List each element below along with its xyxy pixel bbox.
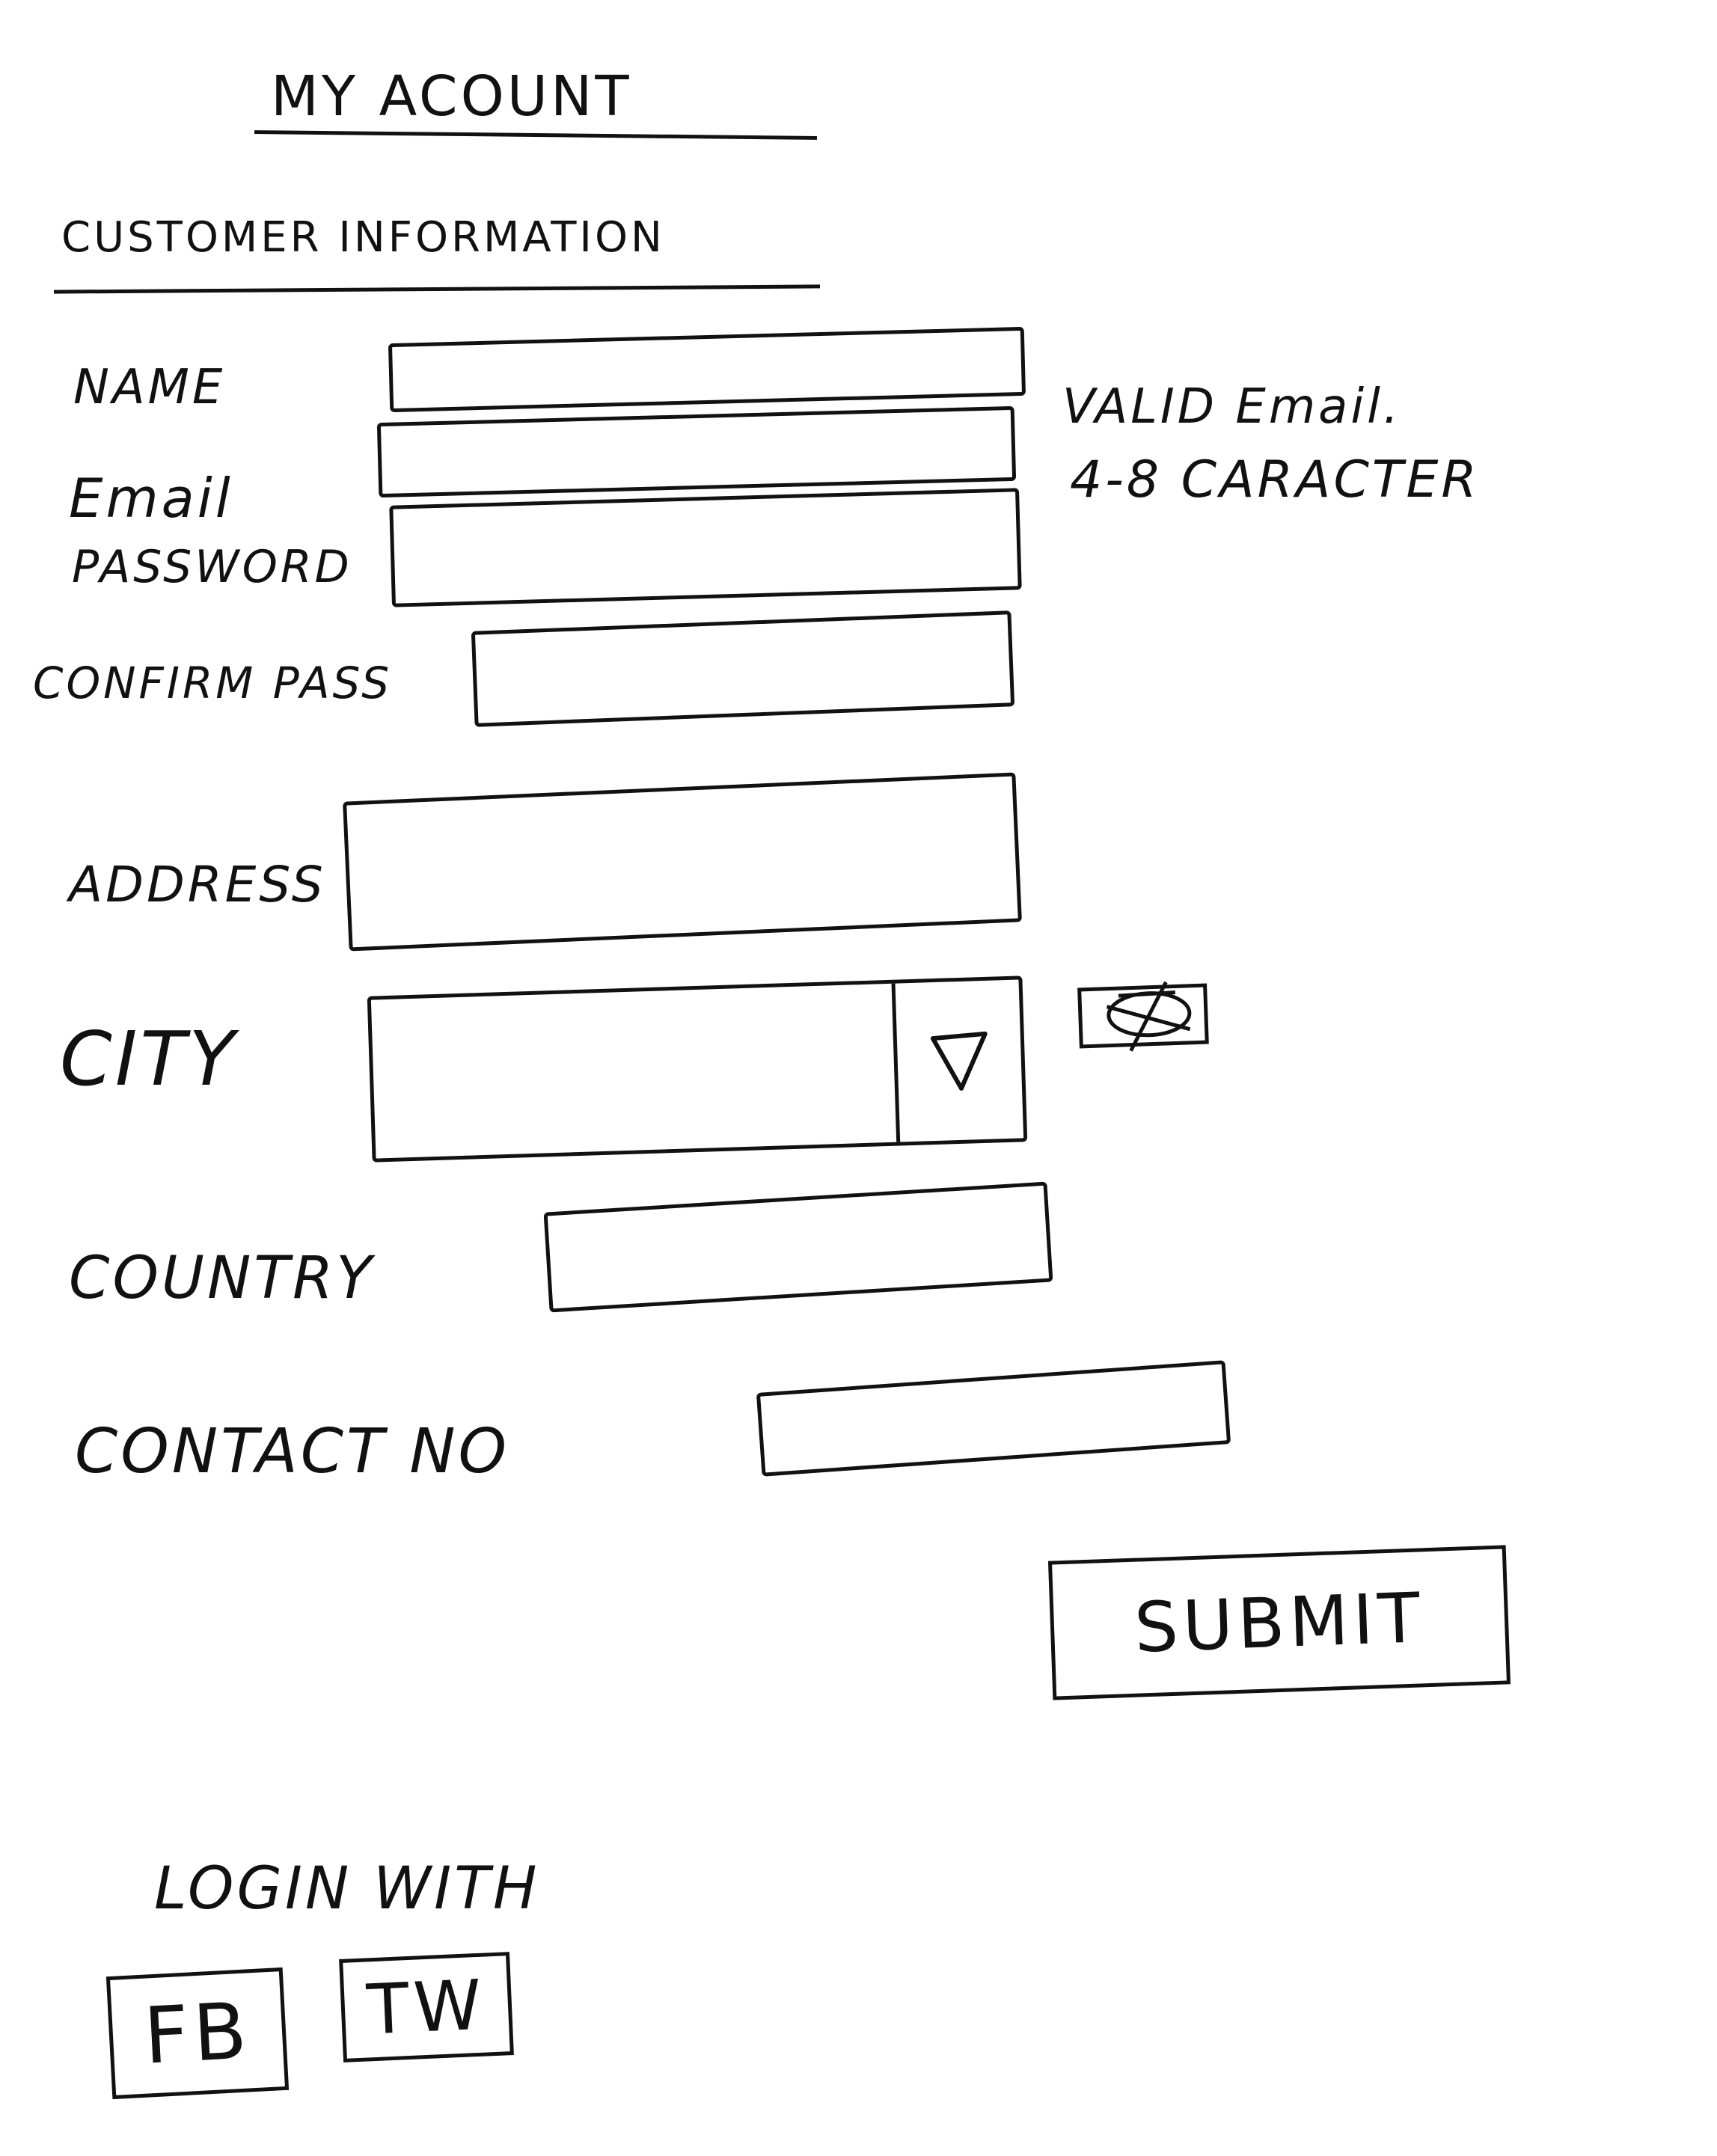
country-label: COUNTRY <box>69 1245 375 1312</box>
city-label: CITY <box>60 1015 238 1103</box>
login-with-heading: LOGIN WITH <box>154 1855 540 1923</box>
page-title: MY ACOUNT <box>271 64 632 129</box>
name-input[interactable] <box>388 326 1026 413</box>
country-input[interactable] <box>543 1181 1053 1313</box>
address-input[interactable] <box>343 772 1022 952</box>
confirm-password-input[interactable] <box>471 610 1015 727</box>
submit-button[interactable]: SUBMIT <box>1047 1545 1511 1700</box>
triangle-down-icon <box>930 1031 988 1091</box>
password-input[interactable] <box>389 488 1022 607</box>
page-title-underline <box>254 130 818 140</box>
email-hint: VALID Email. <box>1062 379 1402 435</box>
crossed-out-box-icon <box>1076 973 1211 1060</box>
password-hint: 4-8 CARACTER <box>1070 450 1480 509</box>
contact-no-input[interactable] <box>756 1360 1231 1477</box>
email-label: Email <box>69 467 233 530</box>
section-title-underline <box>53 284 821 294</box>
address-label: ADDRESS <box>69 856 326 913</box>
contact-no-label: CONTACT NO <box>75 1416 510 1487</box>
city-dropdown-button[interactable] <box>891 979 1024 1142</box>
email-input[interactable] <box>376 405 1017 498</box>
city-select[interactable] <box>367 976 1028 1163</box>
facebook-login-button[interactable]: FB <box>105 1967 290 2100</box>
section-title: CUSTOMER INFORMATION <box>61 213 665 262</box>
password-label: PASSWORD <box>72 541 352 593</box>
twitter-login-button[interactable]: TW <box>339 1952 514 2062</box>
confirm-password-label: CONFIRM PASS <box>33 658 393 708</box>
name-label: NAME <box>73 360 226 415</box>
